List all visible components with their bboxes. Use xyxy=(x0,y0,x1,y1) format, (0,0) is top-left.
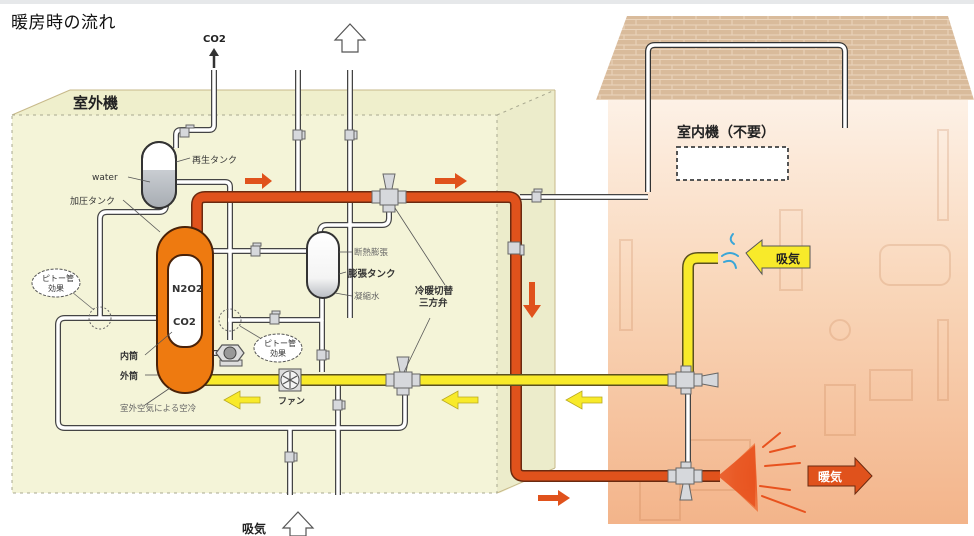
pitot-point-1 xyxy=(88,306,112,330)
arrow-left-icon xyxy=(441,390,479,410)
adiabatic-expansion-label: 断熱膨張 xyxy=(354,247,389,258)
three-way-valve-label-2: 三方弁 xyxy=(419,297,448,309)
valve-icon xyxy=(332,399,346,411)
expansion-tank xyxy=(306,231,340,299)
warm-air-blast xyxy=(718,432,806,513)
pressure-tank-label: 加圧タンク xyxy=(70,196,115,207)
arrow-right-icon xyxy=(538,490,570,506)
leader-lines xyxy=(122,157,446,406)
inner-gas-top: N2O2 xyxy=(172,284,203,295)
pitot-callout-2 xyxy=(239,325,303,363)
page-title: 暖房時の流れ xyxy=(11,13,116,33)
three-way-valve-label-1: 冷暖切替 xyxy=(415,285,454,297)
indoor-unit-label: 室内機（不要） xyxy=(677,124,775,141)
pitot-callout-2-line1: ピトー管 xyxy=(264,338,296,348)
valve-icon xyxy=(344,129,358,141)
valve-icon xyxy=(531,188,543,203)
air-cooling-label: 室外空気による空冷 xyxy=(120,403,197,414)
cool-flow-arrows xyxy=(223,390,603,410)
water-label: water xyxy=(92,173,118,183)
intake-air-icon xyxy=(721,233,739,269)
intake-up-arrow xyxy=(281,511,315,536)
hot-pipe xyxy=(191,191,720,482)
co2-exhaust-label: CO2 xyxy=(203,34,226,45)
pitot-callout-2-line2: 効果 xyxy=(270,348,286,358)
inner-cylinder-label: 内筒 xyxy=(120,350,138,362)
hot-flow-arrows xyxy=(245,173,570,506)
house-roof xyxy=(596,16,974,100)
fan-icon xyxy=(278,368,302,392)
pitot-callout-1-line1: ピトー管 xyxy=(42,273,74,283)
outer-cylinder-label: 外筒 xyxy=(119,370,138,382)
valve-icon xyxy=(269,310,281,325)
arrow-right-icon xyxy=(245,173,272,189)
valves xyxy=(179,124,719,501)
regen-tank-label: 再生タンク xyxy=(192,154,237,166)
valve-icon xyxy=(292,129,306,141)
co2-exhaust-arrow xyxy=(209,48,219,68)
arrow-left-icon xyxy=(565,390,603,410)
outdoor-unit-label: 室外機 xyxy=(73,94,118,112)
warm-air-badge xyxy=(807,456,873,496)
valve-icon xyxy=(179,124,195,138)
pitot-callout-1 xyxy=(31,268,95,311)
fan-label: ファン xyxy=(278,396,305,407)
three-way-valve-house-lower xyxy=(667,461,703,501)
condensate-label: 凝縮水 xyxy=(354,291,380,302)
pump-icon xyxy=(215,344,245,367)
valve-icon xyxy=(507,241,525,256)
cool-pipe xyxy=(190,252,718,386)
valve-icon xyxy=(316,349,330,361)
regen-tank xyxy=(141,141,177,209)
arrow-left-icon xyxy=(223,390,261,410)
intake-badge xyxy=(745,238,811,276)
outdoor-unit-box xyxy=(11,89,556,494)
pressure-tank xyxy=(156,226,214,394)
three-way-valve-top xyxy=(371,173,407,213)
expansion-tank-label: 膨張タンク xyxy=(347,268,396,280)
arrow-right-icon xyxy=(435,173,467,189)
intake-bottom-label: 吸気 xyxy=(242,521,266,536)
intake-indoor-label: 吸気 xyxy=(776,251,800,266)
exhaust-up-arrow xyxy=(333,23,367,53)
valve-icon xyxy=(250,242,262,257)
pitot-callout-1-line2: 効果 xyxy=(48,283,64,293)
three-way-valve-house-upper xyxy=(667,365,719,395)
indoor-unit-placeholder xyxy=(676,146,789,181)
valve-icon xyxy=(284,451,298,463)
warm-air-label: 暖気 xyxy=(818,469,842,484)
inner-gas-bottom: CO2 xyxy=(173,317,196,328)
pitot-point-2 xyxy=(218,308,242,332)
three-way-valve-mid xyxy=(385,356,421,396)
top-bar xyxy=(0,0,974,4)
arrow-down-icon xyxy=(523,282,541,318)
